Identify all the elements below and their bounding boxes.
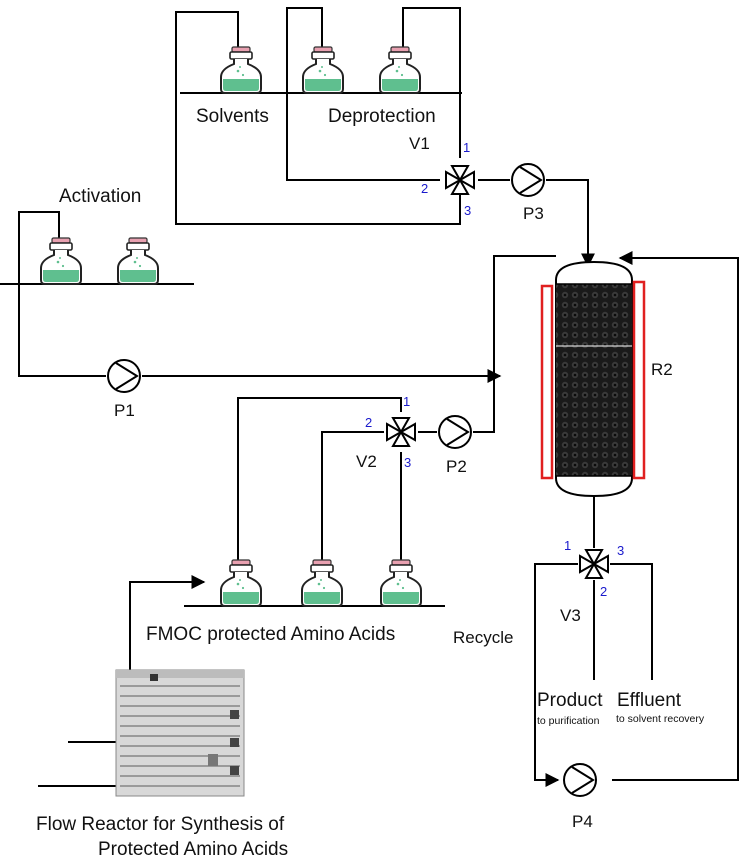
bottle-solvent bbox=[220, 46, 262, 94]
v2-port-3: 3 bbox=[404, 455, 411, 470]
bottle-amino-acid-2 bbox=[301, 559, 343, 607]
v1-port-1: 1 bbox=[463, 140, 470, 155]
v3-port-1: 1 bbox=[564, 538, 571, 553]
label-deprotection: Deprotection bbox=[328, 106, 436, 127]
label-recycle: Recycle bbox=[453, 628, 513, 647]
valve-v1-icon bbox=[445, 165, 475, 195]
pipes bbox=[18, 7, 739, 793]
label-effluent: Effluent bbox=[617, 690, 682, 711]
label-r2: R2 bbox=[651, 360, 673, 379]
flow-reactor-device bbox=[115, 669, 245, 797]
label-activation: Activation bbox=[59, 186, 141, 207]
pump-p3-icon bbox=[511, 163, 545, 197]
label-solvents: Solvents bbox=[196, 106, 269, 127]
heater-right bbox=[632, 280, 646, 480]
label-product: Product bbox=[537, 690, 603, 711]
pump-p4-icon bbox=[563, 763, 597, 797]
pump-p2-icon bbox=[438, 415, 472, 449]
label-effluent-sub: to solvent recovery bbox=[616, 713, 705, 725]
label-p4: P4 bbox=[572, 812, 593, 831]
valve-v2-icon bbox=[386, 417, 416, 447]
v3-port-2: 2 bbox=[600, 584, 607, 599]
v1-port-2: 2 bbox=[421, 181, 428, 196]
label-flow-reactor-2: Protected Amino Acids bbox=[98, 839, 288, 860]
label-p2: P2 bbox=[446, 457, 467, 476]
bottle-activation-2 bbox=[117, 237, 159, 285]
label-p3: P3 bbox=[523, 204, 544, 223]
bottle-activation-1 bbox=[40, 237, 82, 285]
v3-port-3: 3 bbox=[617, 543, 624, 558]
v1-port-3: 3 bbox=[464, 203, 471, 218]
v2-port-2: 2 bbox=[365, 415, 372, 430]
v2-port-1: 1 bbox=[403, 394, 410, 409]
bottle-deprotection-1 bbox=[302, 46, 344, 94]
bottle-amino-acid-3 bbox=[380, 559, 422, 607]
label-product-sub: to purification bbox=[537, 715, 600, 727]
bottle-deprotection-2 bbox=[379, 46, 421, 94]
label-v2: V2 bbox=[356, 452, 377, 471]
bottle-amino-acid-1 bbox=[220, 559, 262, 607]
label-v3: V3 bbox=[560, 606, 581, 625]
reactor-r2 bbox=[540, 260, 646, 498]
valve-v3-icon bbox=[579, 549, 609, 579]
label-v1: V1 bbox=[409, 134, 430, 153]
heater-left bbox=[540, 284, 554, 480]
label-p1: P1 bbox=[114, 401, 135, 420]
label-flow-reactor-1: Flow Reactor for Synthesis of bbox=[36, 814, 285, 835]
pump-p1-icon bbox=[107, 359, 141, 393]
label-fmoc: FMOC protected Amino Acids bbox=[146, 624, 395, 645]
